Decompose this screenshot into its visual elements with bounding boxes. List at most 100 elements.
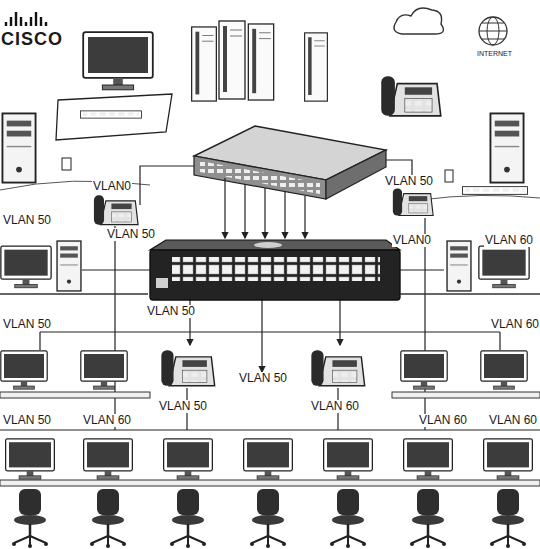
vlan-label: VLAN 50: [158, 400, 208, 413]
vlan-label: VLAN 60: [490, 318, 540, 331]
cup: [62, 158, 71, 170]
drop-wire: [39, 332, 40, 350]
switch-badge: [254, 242, 282, 248]
monitor: [479, 246, 529, 288]
drop-wire: [499, 332, 500, 350]
logo-bar: [40, 17, 42, 26]
switch-side: [326, 150, 386, 199]
phone-wire: [140, 166, 194, 205]
logo-bar: [25, 22, 27, 26]
office-chair: [330, 489, 366, 548]
server: [305, 33, 328, 101]
vlan-label: VLAN 50: [2, 214, 52, 227]
ip-phone: [311, 350, 364, 386]
monitor: [484, 439, 533, 479]
server: [248, 24, 273, 100]
tower-pc: [57, 241, 81, 291]
monitor: [6, 439, 55, 479]
core-switch-body: [150, 250, 400, 300]
core-switch-ports: [172, 257, 380, 281]
logo-bar: [20, 17, 22, 26]
globe-parallel: [482, 23, 504, 24]
uplink-wire: [284, 192, 285, 238]
brand-name: CISCO: [0, 30, 64, 50]
monitor: [1, 351, 47, 389]
cisco-logo: [6, 12, 46, 26]
drop-wire: [261, 300, 262, 372]
globe-parallel: [482, 39, 504, 40]
logo-bar: [35, 12, 37, 26]
office-chair: [170, 489, 206, 548]
logo-bar: [5, 22, 7, 26]
uplink-wire: [264, 188, 265, 238]
logo-bar: [45, 22, 47, 26]
monitor: [83, 32, 153, 90]
desk-top: [0, 392, 150, 398]
core-switch-top: [150, 240, 400, 250]
drop-wire: [339, 300, 340, 345]
vlan-label: VLAN 50: [238, 372, 288, 385]
keyboard: [81, 111, 142, 118]
monitor: [481, 351, 527, 389]
vlan-label: VLAN 50: [2, 414, 52, 427]
link-wire: [40, 331, 500, 332]
globe: [479, 17, 507, 45]
vlan-label: VLAN0: [392, 234, 432, 247]
uplink-port: [156, 278, 168, 288]
desk-edge: [0, 293, 148, 295]
monitor: [1, 246, 51, 288]
internet-label: INTERNET: [476, 50, 513, 58]
office-chair: [490, 489, 526, 548]
cup: [445, 170, 453, 182]
bus-wire: [114, 226, 115, 430]
desk-top: [56, 94, 172, 140]
link-wire: [82, 269, 150, 270]
vlan-label: VLAN 50: [106, 228, 156, 241]
keyboard: [463, 187, 528, 195]
vlan-label: VLAN0: [92, 180, 132, 193]
link-wire: [400, 269, 444, 270]
logo-bar: [30, 17, 32, 26]
uplink-wire: [304, 196, 305, 238]
floor-wire: [0, 429, 540, 430]
monitor: [401, 351, 447, 389]
vlan-label: VLAN 60: [418, 414, 468, 427]
monitor: [81, 351, 127, 389]
office-chair: [12, 489, 48, 548]
vlan-label: VLAN 50: [146, 305, 196, 318]
monitor: [164, 439, 213, 479]
server: [219, 21, 245, 99]
desk-top: [392, 392, 540, 398]
switch-ports: [200, 161, 320, 194]
vlan-label: VLAN 50: [384, 175, 434, 188]
vlan-label: VLAN 60: [488, 414, 538, 427]
globe-parallel: [479, 31, 507, 32]
wiring: [0, 160, 540, 430]
desk-top: [0, 480, 540, 486]
vlan-label: VLAN 60: [310, 400, 360, 413]
switch-front: [194, 156, 326, 199]
office-chair: [410, 489, 446, 548]
vlan-label: VLAN 60: [82, 414, 132, 427]
ip-phone: [161, 350, 214, 386]
uplink-wire: [224, 178, 225, 238]
uplink-wire: [244, 184, 245, 238]
vlan-label: VLAN 60: [484, 234, 534, 247]
ip-phone: [381, 76, 441, 116]
logo-bar: [10, 17, 12, 26]
office-chair: [250, 489, 286, 548]
cloud: [394, 8, 443, 34]
ip-phone: [393, 189, 433, 216]
desk-edge: [420, 195, 540, 200]
desk-edge: [400, 293, 540, 295]
vlan-label: VLAN 50: [2, 318, 52, 331]
logo-bar: [15, 12, 17, 26]
ip-phone: [94, 195, 138, 224]
monitor: [324, 439, 373, 479]
monitor: [404, 439, 453, 479]
monitor: [244, 439, 293, 479]
